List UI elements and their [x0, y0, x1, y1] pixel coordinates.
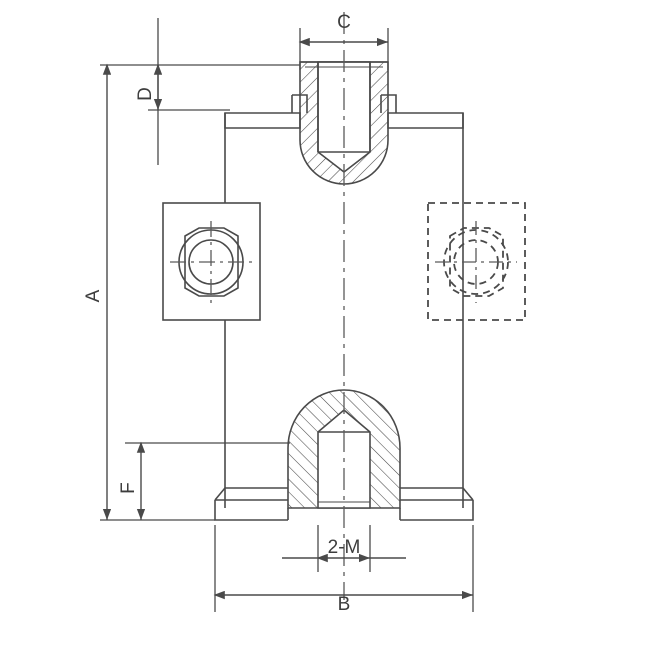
dimension-label-D: D	[135, 87, 156, 101]
right-detail-centerlines	[435, 221, 517, 303]
dimension-label-C: C	[337, 12, 351, 33]
left-detail-centerlines	[170, 221, 252, 303]
top-port-section	[299, 61, 389, 185]
dimension-lines	[102, 37, 473, 600]
extension-lines	[100, 18, 474, 612]
dimension-label-A: A	[83, 289, 104, 302]
dimension-label-F: F	[118, 482, 139, 494]
dimension-label-B: B	[338, 594, 351, 615]
dimension-label-2M: 2-M	[328, 537, 361, 558]
